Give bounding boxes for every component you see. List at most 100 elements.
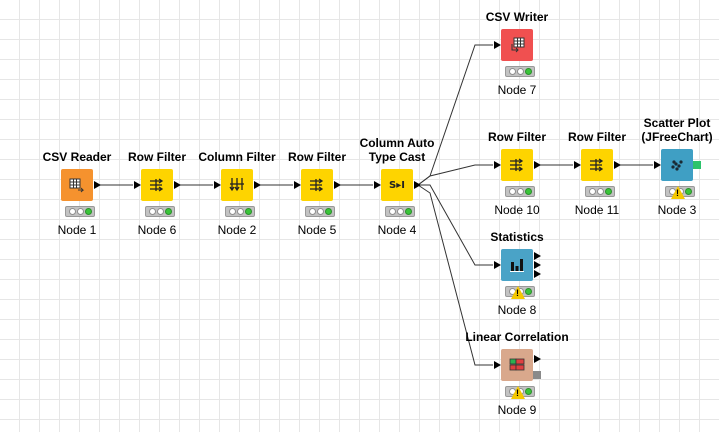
node-icon[interactable]	[301, 169, 333, 201]
status-light-green	[524, 68, 532, 75]
warning-symbol: !	[516, 388, 519, 398]
node-status-lights	[305, 206, 335, 217]
warning-symbol: !	[516, 288, 519, 298]
status-light-red	[308, 208, 316, 215]
status-light-red	[148, 208, 156, 215]
status-light-green	[84, 208, 92, 215]
node-label: Node 4	[377, 223, 417, 237]
node-title: Scatter Plot (JFreeChart)	[622, 116, 719, 144]
image-output-port[interactable]	[693, 161, 701, 169]
status-light-yellow	[516, 188, 524, 195]
node-label: Node 6	[137, 223, 177, 237]
status-light-red	[508, 188, 516, 195]
input-port[interactable]	[134, 181, 141, 189]
node-title: Column Auto Type Cast	[342, 136, 452, 164]
node-icon[interactable]: S▸I	[381, 169, 413, 201]
node-icon[interactable]	[581, 149, 613, 181]
input-port[interactable]	[294, 181, 301, 189]
status-light-green	[524, 188, 532, 195]
node-icon[interactable]	[61, 169, 93, 201]
node-icon[interactable]	[661, 149, 693, 181]
output-port-1[interactable]	[414, 181, 421, 189]
node-status-lights	[65, 206, 95, 217]
statistics-icon	[510, 259, 524, 272]
status-light-green	[604, 188, 612, 195]
status-light-red	[388, 208, 396, 215]
input-port[interactable]	[374, 181, 381, 189]
status-light-green	[324, 208, 332, 215]
node-title: Linear Correlation	[465, 330, 569, 344]
output-port-2[interactable]	[534, 261, 541, 269]
status-light-green	[244, 208, 252, 215]
warning-icon[interactable]: !	[511, 386, 525, 399]
output-port[interactable]	[534, 355, 541, 363]
node-label: Node 2	[217, 223, 257, 237]
node-status-lights	[145, 206, 175, 217]
status-light-yellow	[316, 208, 324, 215]
node-status-lights	[585, 186, 615, 197]
node-status-lights	[225, 206, 255, 217]
output-port-1[interactable]	[534, 252, 541, 260]
linear-correlation-icon	[509, 358, 525, 371]
node-label: Node 7	[497, 83, 537, 97]
connection-node4-node7	[417, 44, 493, 186]
node-label: Node 10	[494, 203, 540, 217]
input-port[interactable]	[494, 161, 501, 169]
node-icon[interactable]	[141, 169, 173, 201]
node-label: Node 1	[57, 223, 97, 237]
input-port[interactable]	[654, 161, 661, 169]
input-port[interactable]	[494, 261, 501, 269]
node-label: Node 5	[297, 223, 337, 237]
node-status-lights	[505, 186, 535, 197]
node-title-line1: Scatter Plot	[643, 116, 711, 130]
output-port[interactable]	[174, 181, 181, 189]
csv-reader-icon	[69, 178, 85, 193]
node-label: Node 11	[574, 203, 620, 217]
node-title: Row Filter	[127, 150, 186, 164]
input-port[interactable]	[574, 161, 581, 169]
status-light-yellow	[596, 188, 604, 195]
csv-writer-icon	[511, 37, 525, 53]
input-port[interactable]	[494, 361, 501, 369]
row-filter-icon	[590, 158, 604, 172]
row-filter-icon	[510, 158, 524, 172]
status-light-green	[684, 188, 692, 195]
node-icon[interactable]	[501, 249, 533, 281]
output-port[interactable]	[94, 181, 101, 189]
status-light-green	[164, 208, 172, 215]
status-light-yellow	[156, 208, 164, 215]
column-filter-icon	[229, 178, 244, 192]
node-title: Row Filter	[487, 130, 546, 144]
node-label: Node 8	[497, 303, 537, 317]
status-light-red	[508, 68, 516, 75]
node-icon[interactable]	[221, 169, 253, 201]
type-cast-icon: S▸I	[389, 179, 405, 191]
output-port-3[interactable]	[534, 270, 541, 278]
node-status-lights	[385, 206, 415, 217]
output-port[interactable]	[534, 161, 541, 169]
connection-node4-node10	[417, 164, 493, 186]
warning-symbol: !	[676, 188, 679, 198]
node-label: Node 9	[497, 403, 537, 417]
warning-icon[interactable]: !	[511, 286, 525, 299]
model-output-port[interactable]	[533, 371, 541, 379]
input-port[interactable]	[494, 41, 501, 49]
output-port[interactable]	[614, 161, 621, 169]
node-icon[interactable]	[501, 149, 533, 181]
warning-icon[interactable]: !	[671, 186, 685, 199]
status-light-red	[68, 208, 76, 215]
input-port[interactable]	[214, 181, 221, 189]
status-light-green	[404, 208, 412, 215]
status-light-yellow	[396, 208, 404, 215]
status-light-green	[524, 288, 532, 295]
node-label: Node 3	[657, 203, 697, 217]
node-icon[interactable]	[501, 29, 533, 61]
node-icon[interactable]	[501, 349, 533, 381]
row-filter-icon	[310, 178, 324, 192]
status-light-red	[588, 188, 596, 195]
status-light-yellow	[76, 208, 84, 215]
scatter-plot-icon	[671, 160, 683, 171]
node-title: Statistics	[490, 230, 544, 244]
output-port[interactable]	[334, 181, 341, 189]
output-port[interactable]	[254, 181, 261, 189]
